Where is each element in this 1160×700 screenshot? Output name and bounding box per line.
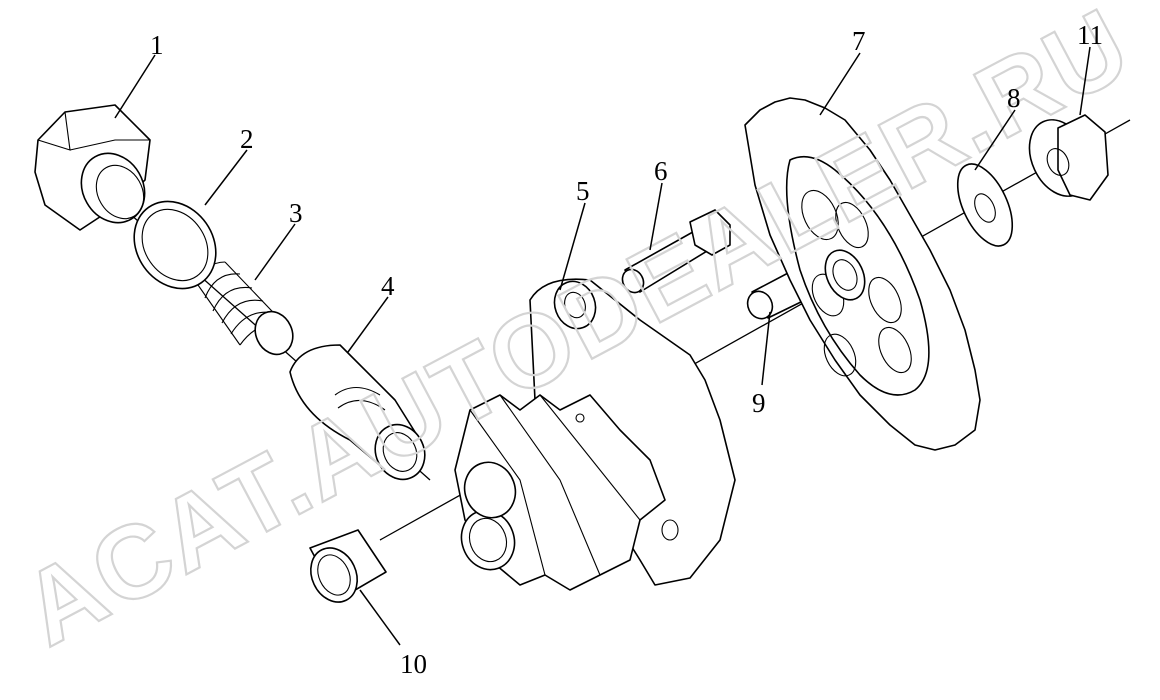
- part-5-pump-body: [454, 278, 736, 591]
- leader-lines: [114, 46, 1091, 646]
- part-3-spring: [197, 261, 294, 356]
- callout-10: 10: [400, 649, 427, 679]
- callout-11: 11: [1077, 20, 1103, 50]
- callout-9: 9: [752, 388, 766, 418]
- part-10-bushing: [309, 529, 387, 603]
- part-8-washer: [956, 163, 1014, 247]
- callout-1: 1: [150, 30, 164, 60]
- part-11-flange-nut: [1028, 114, 1109, 201]
- callout-7: 7: [852, 26, 866, 56]
- part-2-washer: [133, 200, 217, 290]
- callout-6: 6: [654, 156, 668, 186]
- callout-5: 5: [576, 176, 590, 206]
- part-6-bolt: [621, 209, 731, 294]
- part-4-sleeve: [289, 344, 426, 481]
- callout-3: 3: [289, 198, 303, 228]
- callout-8: 8: [1007, 83, 1021, 113]
- part-1-hex-plug: [34, 104, 151, 231]
- callout-4: 4: [381, 271, 395, 301]
- callout-2: 2: [240, 124, 254, 154]
- part-7-gear: [744, 97, 981, 451]
- callouts: 1 2 3 4 5 6 7 8 9 10 11: [150, 20, 1103, 679]
